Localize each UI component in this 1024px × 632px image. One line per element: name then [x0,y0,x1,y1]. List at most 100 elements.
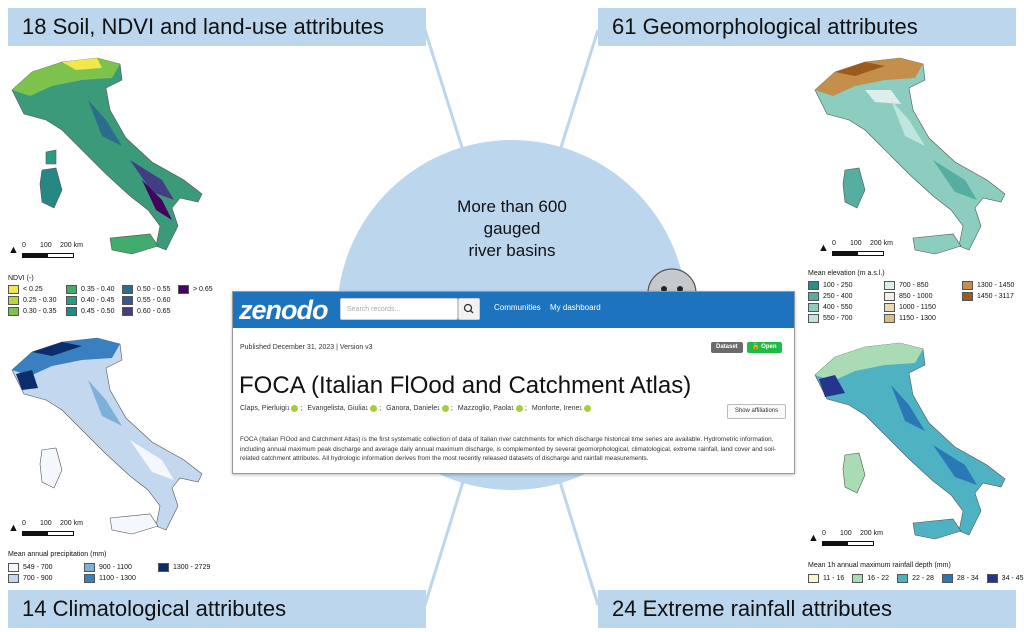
legend-item: < 0.25 [8,284,56,295]
legend-label: 700 - 900 [23,575,53,582]
precip-legend-title: Mean annual precipitation (mm) [8,551,107,558]
author-separator: ; [524,405,527,412]
rainfall-map [814,342,1006,540]
elevation-legend-title: Mean elevation (m a.s.l.) [808,270,885,277]
legend-item: 1100 - 1300 [84,573,136,584]
elevation-map [814,57,1006,255]
orcid-icon[interactable] [441,405,449,412]
ndvi-map [11,57,203,255]
panel-title-extreme-rainfall: 24 Extreme rainfall attributes [598,590,1016,628]
legend-label: 1300 - 2729 [173,564,211,571]
search-button[interactable] [458,298,480,320]
zenodo-header: zenodo Search records... Communities My … [233,292,794,328]
author-affiliation-index: 1 [579,405,583,412]
scale-line [832,251,884,256]
dataset-badge: Dataset [711,342,743,353]
author-name[interactable]: Evangelista, Giulia [307,405,366,412]
scale-zero: 0 [22,520,26,527]
legend-swatch [158,563,169,572]
nav-communities[interactable]: Communities [494,303,541,312]
unlock-icon: 🔓 [752,344,760,350]
legend-label: 0.45 - 0.50 [81,308,115,315]
legend-label: 1150 - 1300 [899,315,936,322]
legend-swatch [122,296,133,305]
legend-label: 549 - 700 [23,564,53,571]
precipitation-map [11,337,203,535]
elevation-scale-bar: ▲ 0 100 200 km [818,240,908,260]
legend-label: < 0.25 [23,286,43,293]
show-affiliations-button[interactable]: Show affiliations [727,404,786,419]
panel-title-soil-ndvi: 18 Soil, NDVI and land-use attributes [8,8,426,46]
orcid-icon[interactable] [584,405,592,412]
legend-swatch [178,285,189,294]
legend-swatch [8,307,19,316]
legend-swatch [84,574,95,583]
scale-line [822,541,874,546]
legend-item: 16 - 22 [852,573,889,584]
legend-item: 250 - 400 [808,291,853,302]
legend-label: 700 - 850 [899,282,929,289]
legend-label: 0.50 - 0.55 [137,286,171,293]
legend-label: 550 - 700 [823,315,853,322]
author-name[interactable]: Ganora, Daniele [386,405,438,412]
orcid-icon[interactable] [370,405,378,412]
legend-swatch [884,281,895,290]
legend-swatch [8,563,19,572]
orcid-icon[interactable] [515,405,523,412]
author-affiliation-index: 1 [286,405,290,412]
legend-swatch [66,285,77,294]
legend-label: 1300 - 1450 [977,282,1015,289]
scale-line [22,531,74,536]
center-line-3: river basins [468,241,556,260]
zenodo-logo[interactable]: zenodo [239,295,328,325]
legend-swatch [8,574,19,583]
legend-swatch [84,563,95,572]
legend-label: 900 - 1100 [99,564,132,571]
legend-swatch [884,292,895,301]
author-separator: ; [300,405,303,412]
panel-title-geomorphological: 61 Geomorphological attributes [598,8,1016,46]
author-affiliation-index: 1 [511,405,514,412]
legend-item: 0.50 - 0.55 [122,284,170,295]
legend-swatch [808,314,819,323]
search-input[interactable]: Search records... [340,298,458,320]
legend-label: 1100 - 1300 [99,575,136,582]
ndvi-legend-col-4: > 0.65 [178,284,213,295]
legend-label: 1000 - 1150 [899,304,936,311]
legend-item: 0.30 - 0.35 [8,306,56,317]
center-line-1: More than 600 [457,197,567,216]
author-name[interactable]: Mazzoglio, Paola [457,405,512,412]
legend-item: 34 - 45 [986,573,1023,584]
legend-swatch [986,574,998,583]
legend-item: 1450 - 3117 [962,291,1014,302]
author-affiliation-index: 1 [365,405,369,412]
legend-item: 1000 - 1150 [884,302,936,313]
scale-line [22,253,74,258]
nav-my-dashboard[interactable]: My dashboard [550,303,601,312]
legend-item: 1150 - 1300 [884,313,936,324]
north-arrow-icon: ▲ [8,244,19,256]
legend-swatch [122,285,133,294]
author-affiliation-index: 1 [437,405,440,412]
legend-item: 22 - 28 [897,573,934,584]
open-access-label: Open [761,344,777,350]
legend-label: 16 - 22 [867,575,890,582]
legend-label: 0.55 - 0.60 [137,297,171,304]
legend-label: 0.35 - 0.40 [81,286,115,293]
legend-swatch [122,307,133,316]
elevation-legend-col-3: 1300 - 1450 1450 - 3117 [962,280,1014,302]
published-date: Published December 31, 2023 | Version v3 [240,344,373,351]
orcid-icon[interactable] [291,405,299,412]
author-name[interactable]: Monforte, Irene [531,405,580,412]
legend-swatch [884,303,895,312]
legend-label: 250 - 400 [823,293,853,300]
legend-swatch [808,281,819,290]
open-access-badge: 🔓 Open [747,342,782,353]
north-arrow-icon: ▲ [8,522,19,534]
author-name[interactable]: Claps, Pierluigi [240,405,287,412]
legend-item: 0.45 - 0.50 [66,306,114,317]
